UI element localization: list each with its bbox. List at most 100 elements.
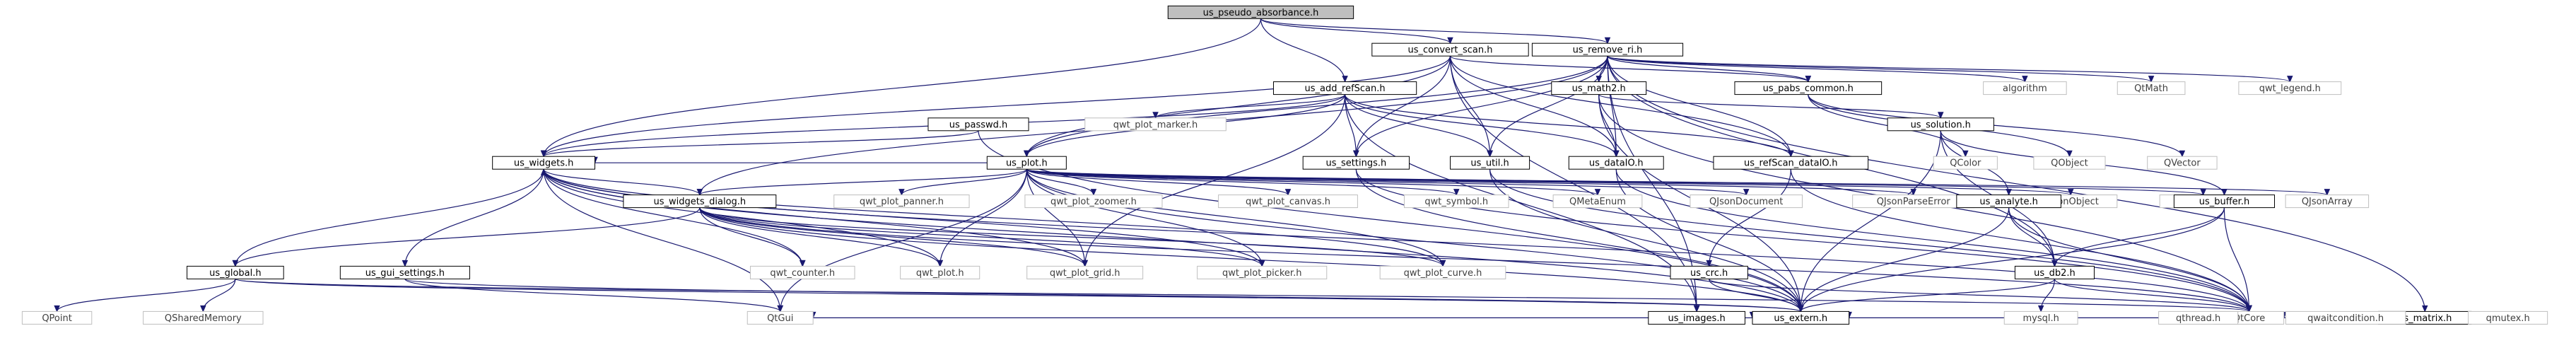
node-box (1983, 81, 2067, 95)
node-box (1552, 194, 1643, 209)
node-label: us_widgets.h (514, 158, 574, 169)
node-label: algorithm (2003, 83, 2047, 94)
node-widgets[interactable]: us_widgets.h (492, 156, 596, 170)
node-remove-ri[interactable]: us_remove_ri.h (1531, 42, 1684, 57)
edge-pabs-common-to-qcolor (1808, 94, 1966, 157)
edge-buffer-to-qtcore (2223, 207, 2250, 312)
node-label: QColor (1950, 158, 1981, 169)
edge-plot-to-qjsonparseerror (1026, 168, 1914, 196)
node-extern[interactable]: us_extern.h (1752, 310, 1850, 325)
node-box (1531, 42, 1684, 57)
node-box (1302, 156, 1410, 170)
node-label: us_passwd.h (949, 120, 1008, 130)
edge-arrowhead (1353, 150, 1359, 158)
edge-arrowhead (232, 260, 239, 267)
node-pabs-common[interactable]: us_pabs_common.h (1734, 81, 1883, 95)
node-qwt-plot-curve: qwt_plot_curve.h (1379, 265, 1506, 279)
edge-refscan-dataio-to-qtcore (1790, 169, 2250, 312)
edge-arrowhead (2006, 189, 2012, 196)
node-label: qwt_plot_picker.h (1222, 268, 1302, 279)
edge-arrowhead (1090, 189, 1097, 196)
edge-plot-to-qjsondocument (1026, 168, 1747, 196)
node-box (1084, 117, 1226, 132)
node-label: us_dataIO.h (1589, 158, 1644, 169)
node-box (1933, 156, 1998, 170)
node-buffer[interactable]: us_buffer.h (2173, 194, 2276, 209)
node-db2[interactable]: us_db2.h (2014, 265, 2095, 279)
node-gui-settings[interactable]: us_gui_settings.h (339, 265, 470, 279)
edge-buffer-to-extern (1800, 207, 2225, 312)
edge-widgets-dialog-to-global (235, 207, 701, 267)
edge-widgets-to-extern (543, 169, 1801, 312)
edge-arrowhead (54, 305, 60, 313)
node-label: QObject (2051, 158, 2088, 169)
edge-crc-to-extern (1709, 279, 1801, 312)
node-dataio[interactable]: us_dataIO.h (1568, 156, 1664, 170)
node-box (1956, 194, 2061, 209)
edge-pabs-common-to-qvector (1808, 94, 2183, 157)
node-label: us_matrix.h (2398, 313, 2452, 324)
node-root[interactable]: us_pseudo_absorbance.h (1167, 5, 1354, 19)
node-box (143, 310, 264, 325)
node-box (927, 117, 1029, 132)
node-qcolor: QColor (1933, 156, 1998, 170)
node-box (2033, 156, 2106, 170)
node-box (2003, 310, 2078, 325)
edge-arrowhead (1284, 189, 1292, 196)
edge-global-to-qpoint (56, 279, 236, 312)
node-box (1670, 265, 1748, 279)
edge-global-to-qsharedmemory (202, 279, 236, 312)
edge-remove-ri-to-plot (1026, 56, 1608, 157)
node-math2[interactable]: us_math2.h (1551, 81, 1647, 95)
edge-convert-scan-to-refscan-dataio (1449, 56, 1791, 157)
node-passwd[interactable]: us_passwd.h (927, 117, 1029, 132)
node-box (623, 194, 777, 209)
node-crc[interactable]: us_crc.h (1670, 265, 1748, 279)
node-global[interactable]: us_global.h (187, 265, 284, 279)
node-qwt-symbol: qwt_symbol.h (1403, 194, 1509, 209)
node-widgets-dialog[interactable]: us_widgets_dialog.h (623, 194, 777, 209)
node-qthread: qthread.h (2158, 310, 2239, 325)
node-qwt-legend: qwt_legend.h (2238, 81, 2342, 95)
edge-convert-scan-to-plot (1026, 56, 1451, 157)
edge-gui-settings-to-qtgui (404, 278, 781, 312)
node-label: us_solution.h (1911, 120, 1971, 130)
node-box (2238, 81, 2342, 95)
node-util[interactable]: us_util.h (1450, 156, 1530, 170)
node-solution[interactable]: us_solution.h (1887, 117, 1994, 132)
node-qjsondocument: QJsonDocument (1690, 194, 1803, 209)
edge-widgets-dialog-to-qwt-plot-picker (699, 207, 1263, 267)
edge-add-refscan-to-refscan-dataio (1344, 94, 1791, 157)
edge-widgets-dialog-to-widgets (543, 168, 701, 195)
node-images[interactable]: us_images.h (1648, 310, 1745, 325)
node-refscan-dataio[interactable]: us_refScan_dataIO.h (1713, 156, 1869, 170)
node-settings[interactable]: us_settings.h (1302, 156, 1410, 170)
node-label: qwt_symbol.h (1424, 197, 1488, 207)
edge-arrowhead (1693, 305, 1700, 313)
edge-arrowhead (2022, 76, 2028, 83)
edge-crc-to-qtcore (1709, 278, 2250, 312)
node-convert-scan[interactable]: us_convert_scan.h (1371, 42, 1529, 57)
node-box (2468, 310, 2548, 325)
edge-widgets-to-global (235, 169, 544, 267)
node-box (900, 265, 980, 279)
node-box (747, 310, 814, 325)
node-label: qwt_plot_curve.h (1404, 268, 1482, 279)
node-box (492, 156, 596, 170)
node-label: qwt_plot_panner.h (860, 197, 944, 207)
edge-root-to-add-refscan (1260, 18, 1346, 82)
edge-arrowhead (2066, 150, 2073, 158)
node-plot[interactable]: us_plot.h (986, 156, 1067, 170)
edge-settings-to-qtcore (1355, 169, 2250, 312)
node-box (1551, 81, 1647, 95)
node-analyte[interactable]: us_analyte.h (1956, 194, 2061, 209)
node-label: us_util.h (1470, 158, 1509, 169)
edge-arrowhead (2037, 305, 2044, 313)
node-box (749, 265, 855, 279)
edge-arrowhead (1798, 305, 1804, 313)
node-label: us_pseudo_absorbance.h (1203, 8, 1319, 18)
node-label: qthread.h (2176, 313, 2220, 324)
edge-arrowhead (540, 168, 547, 175)
edge-arrowhead (1788, 150, 1794, 158)
node-add-refscan[interactable]: us_add_refScan.h (1272, 81, 1417, 95)
